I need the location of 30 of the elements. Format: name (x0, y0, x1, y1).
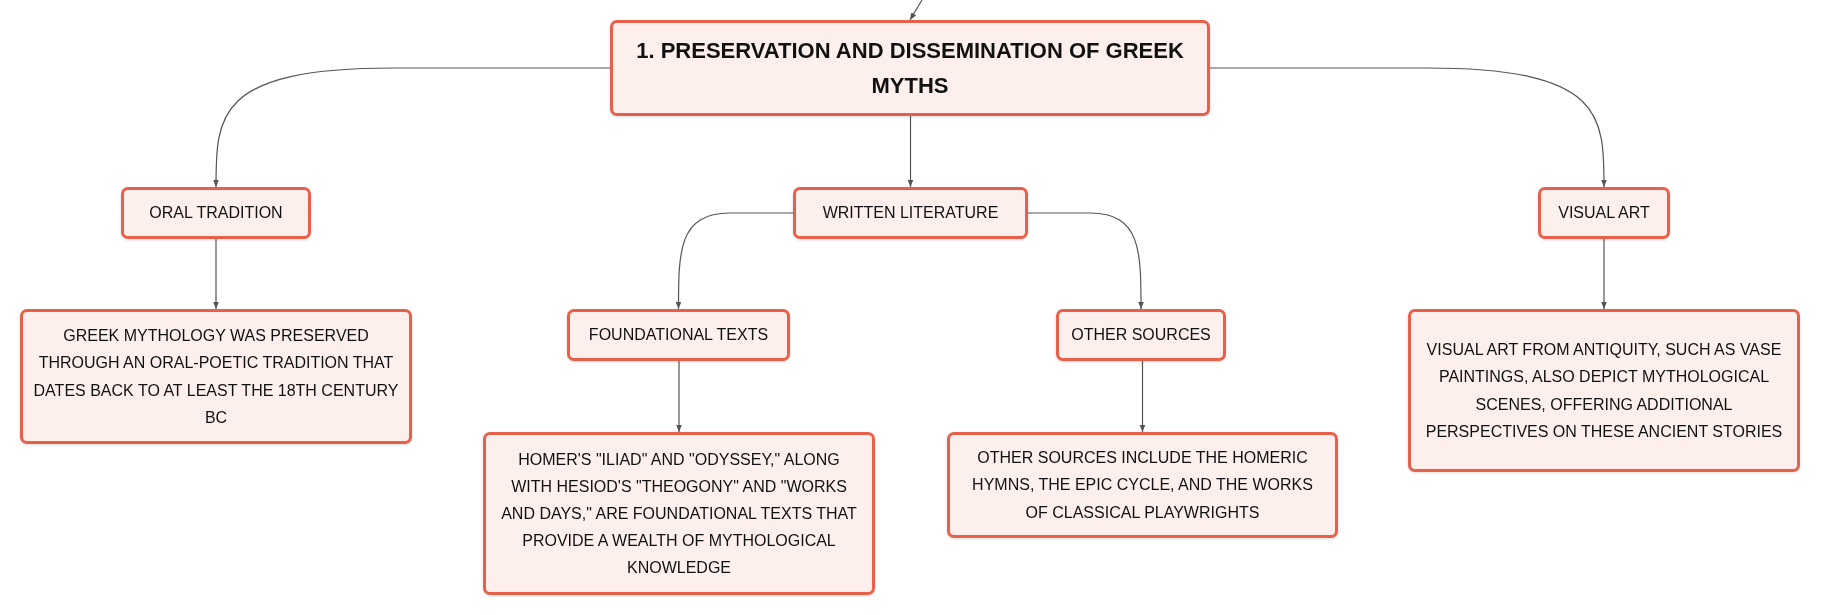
node-text: GREEK MYTHOLOGY WAS PRESERVED THROUGH AN ORAL-POETIC TRADITION THAT DATES BACK TO AT LEAST THE 18TH CENTURY BC (33, 326, 399, 428)
concept-box (793, 187, 1028, 239)
concept-box (567, 309, 790, 361)
node-text: VISUAL ART FROM ANTIQUITY, SUCH AS VASE PAINTINGS, ALSO DEPICT MYTHOLOGICAL SCENES, OFFERING ADDITIONAL PERSPECTIVES ON THESE ANCIENT STORIES (1424, 340, 1784, 442)
concept-box (1056, 309, 1226, 361)
concept-box (483, 432, 875, 595)
concept-box (947, 432, 1338, 538)
node-text: VISUAL ART (1558, 203, 1650, 224)
topic-box (610, 20, 1210, 116)
node-text: WRITTEN LITERATURE (822, 203, 999, 224)
node-text: OTHER SOURCES (1071, 325, 1211, 346)
node-text: 1. PRESERVATION AND DISSEMINATION OF GREEK MYTHS (635, 36, 1185, 100)
connector-arrow (1139, 360, 1146, 433)
connector-arrow (907, 115, 914, 188)
concept-box (1538, 187, 1670, 239)
concept-box (20, 309, 412, 444)
concept-box (121, 187, 311, 239)
node-text: FOUNDATIONAL TEXTS (588, 325, 769, 346)
node-text: OTHER SOURCES INCLUDE THE HOMERIC HYMNS, THE EPIC CYCLE, AND THE WORKS OF CLASSICAL PLAYWRIGHTS (971, 448, 1314, 523)
connector-arrow (1027, 212, 1144, 310)
connector-arrow (676, 360, 682, 433)
connector-arrow (1601, 238, 1607, 310)
node-text: HOMER'S "ILIAD" AND "ODYSSEY," ALONG WITH HESIOD'S "THEOGONY" AND "WORKS AND DAYS," ARE FOUNDATIONAL TEXTS THAT PROVIDE A WEALTH OF MYTHOLOGICAL KNOWLEDGE (500, 449, 858, 579)
connector-arrow (213, 238, 219, 310)
connector-arrow (675, 212, 794, 310)
connector-arrow (1209, 67, 1607, 188)
node-text: ORAL TRADITION (149, 203, 283, 224)
connector-arrow (213, 67, 611, 188)
concept-box (1408, 309, 1800, 472)
connector-arrow (909, 0, 923, 21)
